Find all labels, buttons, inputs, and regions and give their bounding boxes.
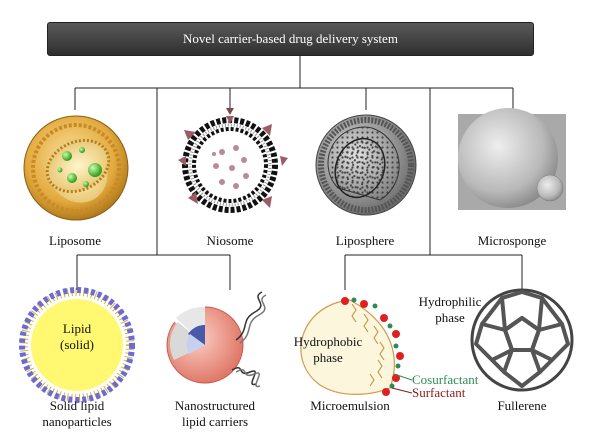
title-text: Novel carrier-based drug delivery system	[183, 31, 398, 46]
sln-inner-line1: Lipid	[62, 321, 92, 336]
label-hydrophobic-line2: phase	[313, 350, 343, 365]
label-cosurfactant: Cosurfactant	[412, 372, 479, 387]
label-sln-line2: nanoparticles	[42, 414, 112, 429]
fullerene-illustration	[470, 288, 574, 392]
liposphere-illustration	[315, 114, 417, 216]
label-hydrophilic-line1: Hydrophilic	[418, 294, 482, 309]
liposome-illustration	[23, 115, 129, 221]
label-surfactant: Surfactant	[412, 385, 466, 400]
label-nlc-line2: lipid carriers	[181, 414, 249, 429]
label-fullerene: Fullerene	[497, 398, 547, 413]
label-liposome: Liposome	[49, 233, 101, 248]
connectors	[74, 55, 523, 290]
label-liposphere: Liposphere	[335, 233, 395, 248]
microemulsion-illustration	[284, 296, 413, 417]
sln-inner-line2: (solid)	[60, 337, 94, 352]
arrow-tip	[226, 108, 234, 115]
microsponge-illustration	[458, 108, 566, 210]
label-microemulsion: Microemulsion	[310, 398, 390, 413]
label-niosome: Niosome	[206, 233, 254, 248]
label-hydrophilic-line2: phase	[435, 310, 465, 325]
nlc-illustration	[166, 291, 267, 388]
label-microsponge: Microsponge	[477, 233, 547, 248]
label-nlc-line1: Nanostructured	[174, 398, 256, 413]
sln-illustration	[19, 287, 135, 403]
title-box: Novel carrier-based drug delivery system	[47, 22, 534, 56]
niosome-illustration	[178, 116, 288, 213]
label-hydrophobic-line1: Hydrophobic	[293, 334, 363, 349]
label-sln-line1: Solid lipid	[49, 398, 105, 413]
